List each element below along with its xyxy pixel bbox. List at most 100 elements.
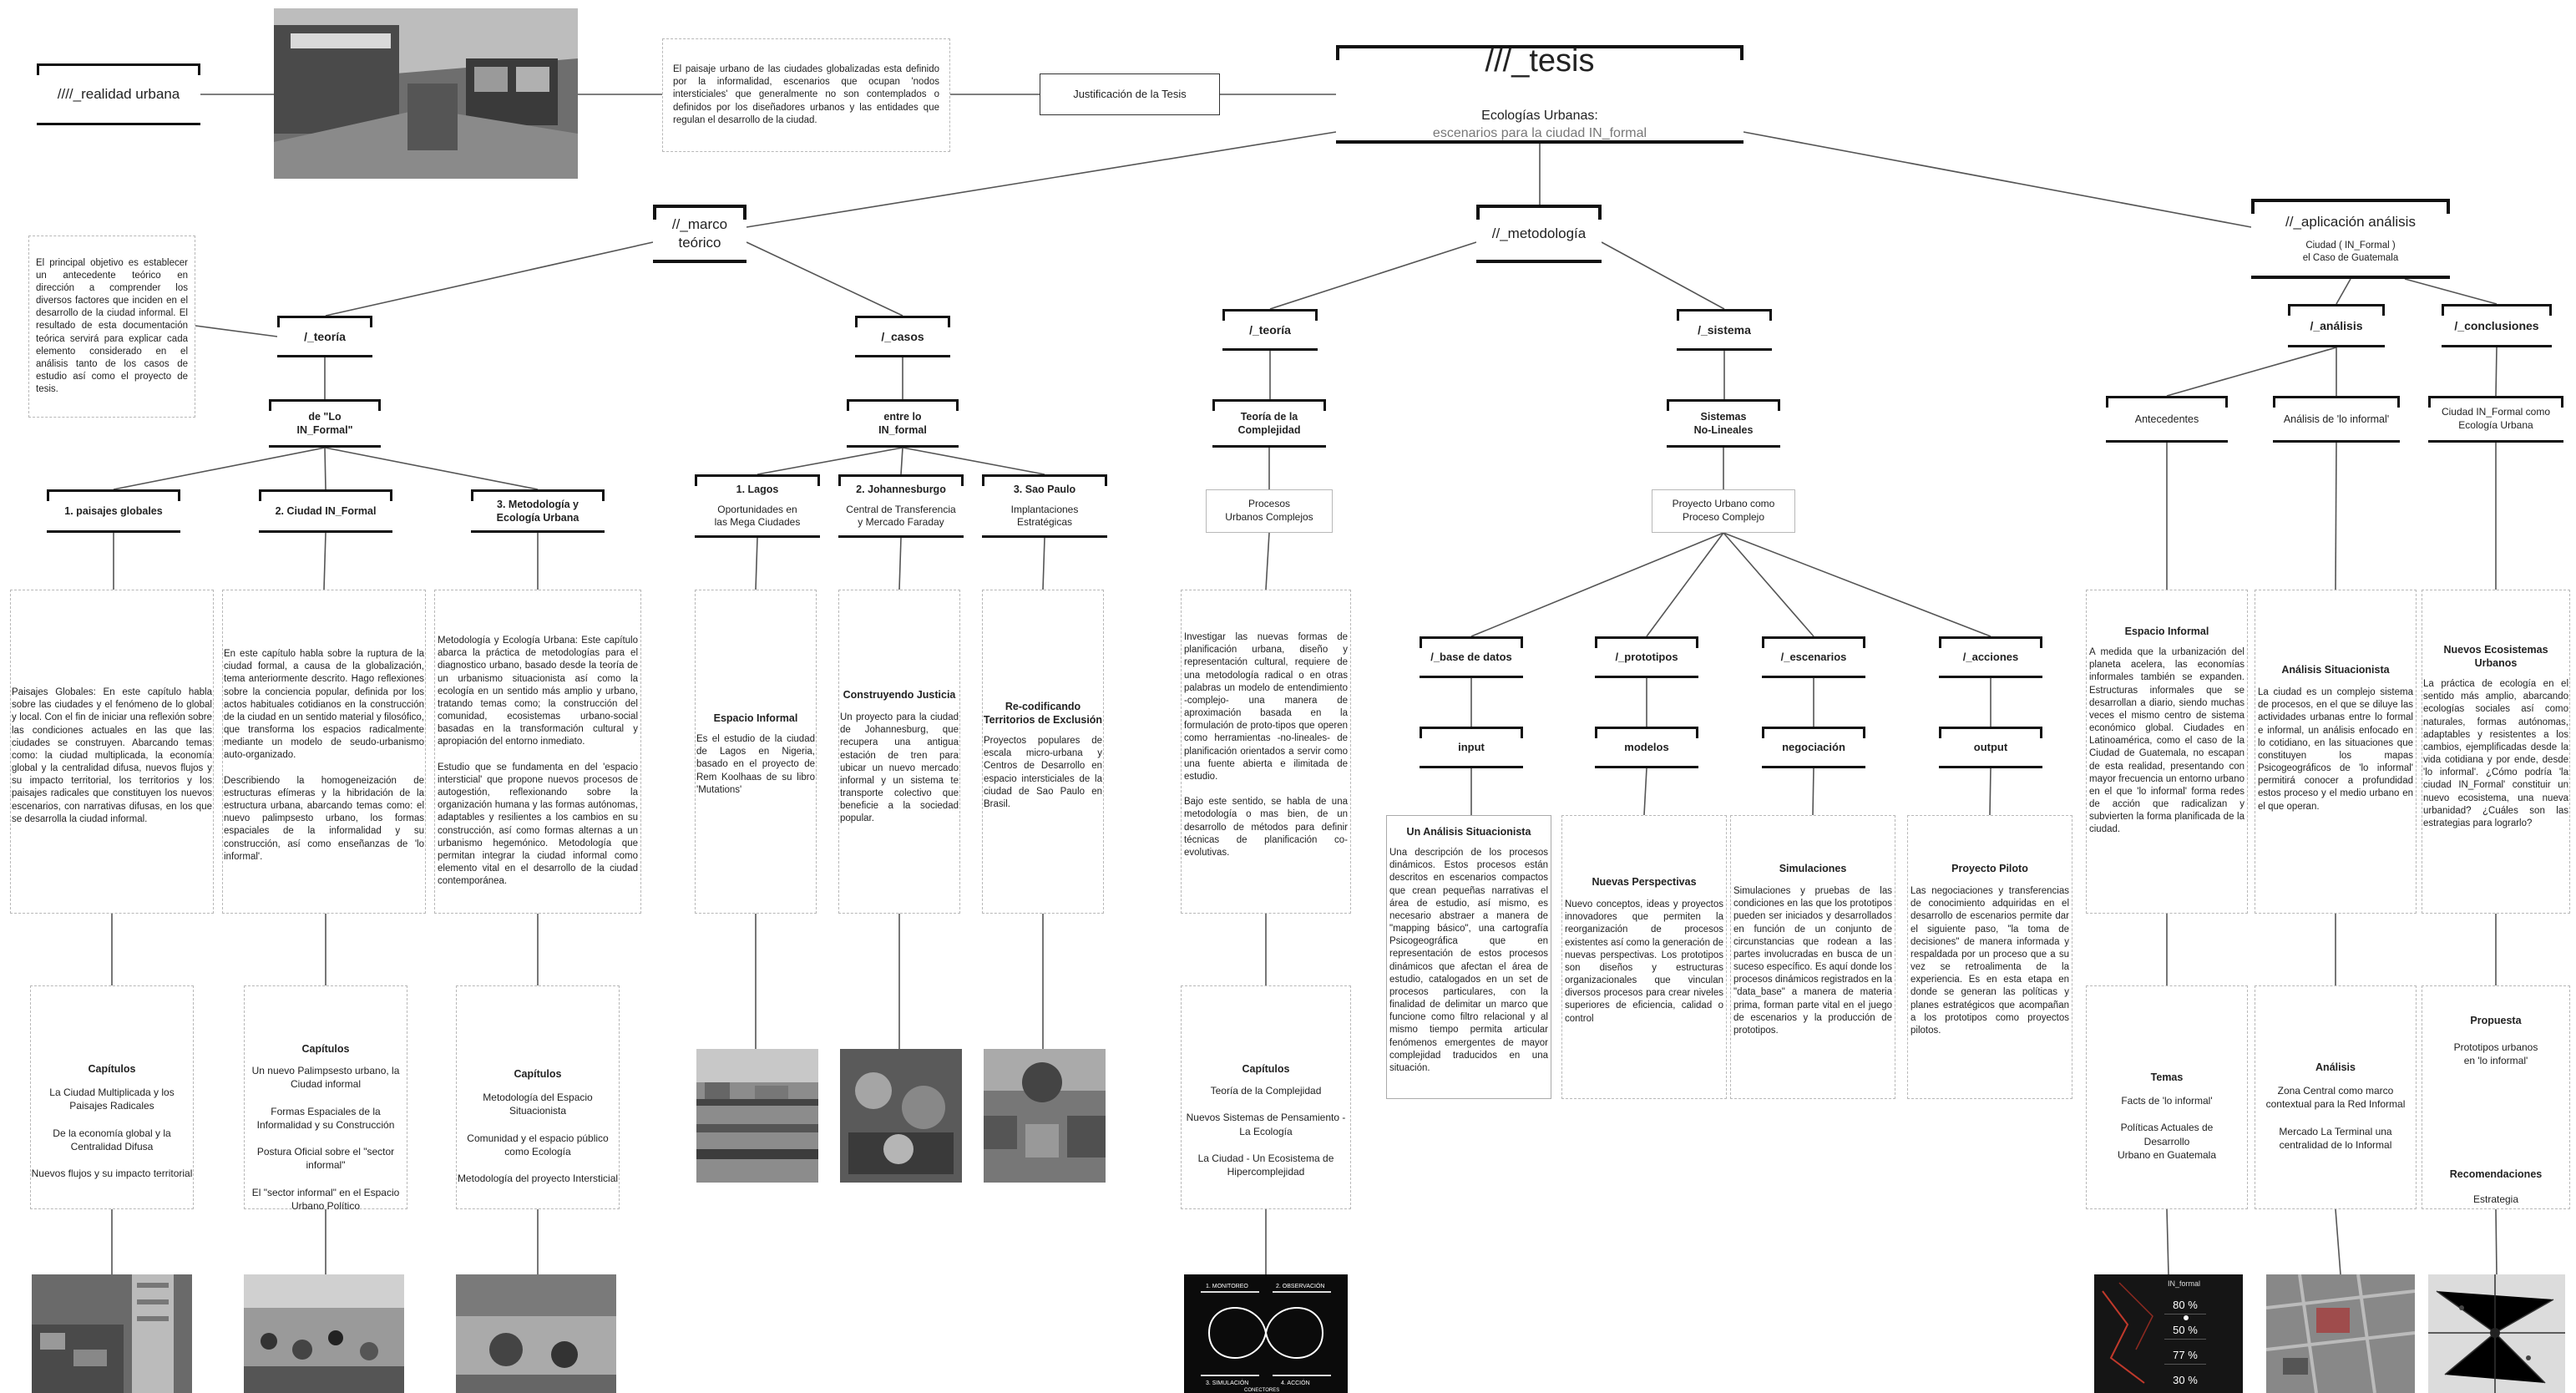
metodologia-label: //_metodología: [1491, 225, 1587, 241]
metodologia-teoria-text: Investigar las nuevas formas de planific…: [1184, 632, 1348, 858]
analisis-informal-node: Análisis de 'lo informal': [2273, 396, 2400, 443]
sistema-label: /_sistema: [1698, 322, 1751, 337]
marco-teoria-sub-label: de "Lo IN_Formal": [296, 410, 353, 436]
johannesburgo-head: Construyendo Justicia: [843, 689, 956, 701]
paisajes-chapters: La Ciudad Multiplicada y los Paisajes Ra…: [31, 1087, 193, 1180]
johannesburgo-photo: [840, 1049, 962, 1183]
ciudad-informal-text: En este capítulo habla sobre la ruptura …: [224, 649, 424, 862]
no-lineales-label: Sistemas No-Lineales: [1693, 410, 1754, 436]
diagram-accion: 4. ACCIÓN: [1281, 1379, 1310, 1386]
analisis-text: La ciudad es un complejo sistema de proc…: [2258, 687, 2413, 812]
stats-header: IN_formal: [2168, 1279, 2201, 1288]
connector-line: [1601, 241, 1725, 310]
tesis-subtitle-strong: Ecologías Urbanas:: [1481, 109, 1598, 124]
connector-line: [1812, 767, 1814, 816]
conclusiones-label: /_conclusiones: [2454, 318, 2539, 332]
connector-line: [2404, 278, 2498, 305]
acciones-text-box: [1907, 815, 2072, 1099]
prototipos-label: /_prototipos: [1615, 650, 1678, 663]
modelos-node: modelos: [1595, 727, 1698, 768]
connector-line: [2495, 347, 2498, 397]
marco-teorico-node: //_marco teórico: [653, 205, 746, 263]
diagram-monitoreo: 1. MONITOREO: [1206, 1284, 1248, 1289]
stats-panel: IN_formal 80 % 50 % 77 % 30 %: [2094, 1274, 2243, 1393]
connector-line: [757, 447, 903, 475]
acciones-label: /_acciones: [1962, 650, 2019, 663]
conclusiones-text-box: [2422, 590, 2570, 914]
lagos-node: 1. Lagos Oportunidades en las Mega Ciuda…: [695, 474, 820, 538]
connector-line: [195, 325, 278, 337]
paisajes-text-box: [10, 590, 214, 914]
analisis-list: Zona Central como marco contextual para …: [2265, 1085, 2406, 1151]
connector-line: [902, 447, 1045, 475]
complejidad-node: Teoría de la Complejidad: [1212, 399, 1326, 448]
negociacion-node: negociación: [1762, 727, 1865, 768]
lagos-subtitle: Oportunidades en las Mega Ciudades: [714, 503, 801, 529]
method-diagram: 1. MONITOREO 2. OBSERVACIÓN 3. SIMULACIÓ…: [1184, 1274, 1348, 1393]
connector-line: [755, 537, 758, 590]
objective-text: El principal objetivo es establecer un a…: [36, 257, 188, 395]
lagos-text: Es el estudio de la ciudad de Lagos en N…: [696, 734, 815, 795]
recomendaciones-head: Recomendaciones: [2449, 1168, 2543, 1180]
connector-line: [324, 447, 326, 490]
tesis-subtitle-light: escenarios para la ciudad IN_formal: [1432, 126, 1647, 141]
escenarios-label: /_escenarios: [1780, 650, 1847, 663]
intro-text: El paisaje urbano de las ciudades global…: [673, 64, 939, 125]
base-datos-node: /_base de datos: [1420, 636, 1523, 678]
connector-line: [1643, 767, 1647, 816]
acciones-node: /_acciones: [1939, 636, 2042, 678]
analisis-list-box: [2255, 985, 2417, 1209]
connector-line: [2166, 347, 2337, 397]
complejidad-label: Teoría de la Complejidad: [1237, 410, 1301, 436]
temas-box: [2086, 985, 2248, 1209]
connector-line: [2166, 1208, 2169, 1275]
analisis-head: Análisis Situacionista: [2281, 664, 2390, 676]
connector-line: [1723, 532, 1991, 637]
metodologia-ecologia-chapters-head: Capítulos: [514, 1068, 562, 1080]
input-label: input: [1458, 740, 1485, 753]
connector-line: [1646, 532, 1724, 637]
antecedentes-text: A medida que la urbanización del planeta…: [2089, 647, 2245, 835]
connector-line: [746, 131, 1337, 228]
propuesta-box: [2422, 985, 2570, 1209]
connector-line: [746, 241, 903, 317]
marco-teorico-label: //_marco teórico: [671, 215, 728, 251]
stats-value-3: 77 %: [2164, 1346, 2206, 1365]
paisajes-text: Paisajes Globales: En este capítulo habl…: [12, 687, 212, 824]
metodologia-ecologia-node: 3. Metodología y Ecología Urbana: [471, 489, 605, 533]
aplicacion-subtitle: Ciudad ( IN_Formal ) el Caso de Guatemal…: [2302, 241, 2399, 264]
sistema-node: /_sistema: [1677, 309, 1772, 351]
lagos-head: Espacio Informal: [713, 712, 798, 724]
network-map-photo: [2428, 1274, 2565, 1393]
diagram-simulacion: 3. SIMULACIÓN: [1206, 1379, 1248, 1386]
intro-box: El paisaje urbano de las ciudades global…: [662, 38, 950, 152]
metodologia-node: //_metodología: [1476, 205, 1602, 263]
stats-value-1: 80 %: [2164, 1296, 2206, 1314]
escenarios-text: Simulaciones y pruebas de las condicione…: [1733, 886, 1892, 1036]
propuesta-head: Propuesta: [2470, 1015, 2522, 1026]
ciudad-informal-label: 2. Ciudad IN_Formal: [275, 504, 377, 517]
connector-line: [1723, 532, 1814, 637]
ciudad-informal-chapters-head: Capítulos: [301, 1043, 350, 1055]
prototipos-node: /_prototipos: [1595, 636, 1698, 678]
sao-paulo-subtitle: Implantaciones Estratégicas: [1010, 503, 1079, 529]
johannesburgo-subtitle: Central de Transferencia y Mercado Farad…: [846, 503, 956, 529]
analisis-informal-label: Análisis de 'lo informal': [2283, 413, 2390, 425]
base-datos-text-box: [1386, 815, 1551, 1099]
paisajes-globales-node: 1. paisajes globales: [47, 489, 180, 533]
justificacion-label: Justificación de la Tesis: [1073, 87, 1187, 100]
marco-teoria-label: /_teoría: [304, 329, 346, 343]
sao-paulo-head: Re-codificando Territorios de Exclusión: [983, 701, 1103, 727]
paisajes-chapters-head: Capítulos: [88, 1063, 136, 1075]
stats-value-2: 50 %: [2164, 1321, 2206, 1340]
escenarios-text-box: [1730, 815, 1895, 1099]
diagram-conectores: CONECTORES: [1244, 1388, 1279, 1393]
base-datos-text: Una descripción de los procesos dinámico…: [1389, 848, 1548, 1073]
propuesta-text: Prototipos urbanos en 'lo informal': [2453, 1041, 2538, 1067]
realidad-urbana-node: ////_realidad urbana: [37, 63, 200, 125]
objective-box: El principal objetivo es establecer un a…: [28, 236, 195, 418]
metodologia-ecologia-text-box: [434, 590, 641, 914]
connector-line: [900, 447, 903, 475]
recomendaciones-text: Estrategia: [2472, 1193, 2519, 1205]
conclusiones-head: Nuevos Ecosistemas Urbanos: [2443, 644, 2548, 670]
